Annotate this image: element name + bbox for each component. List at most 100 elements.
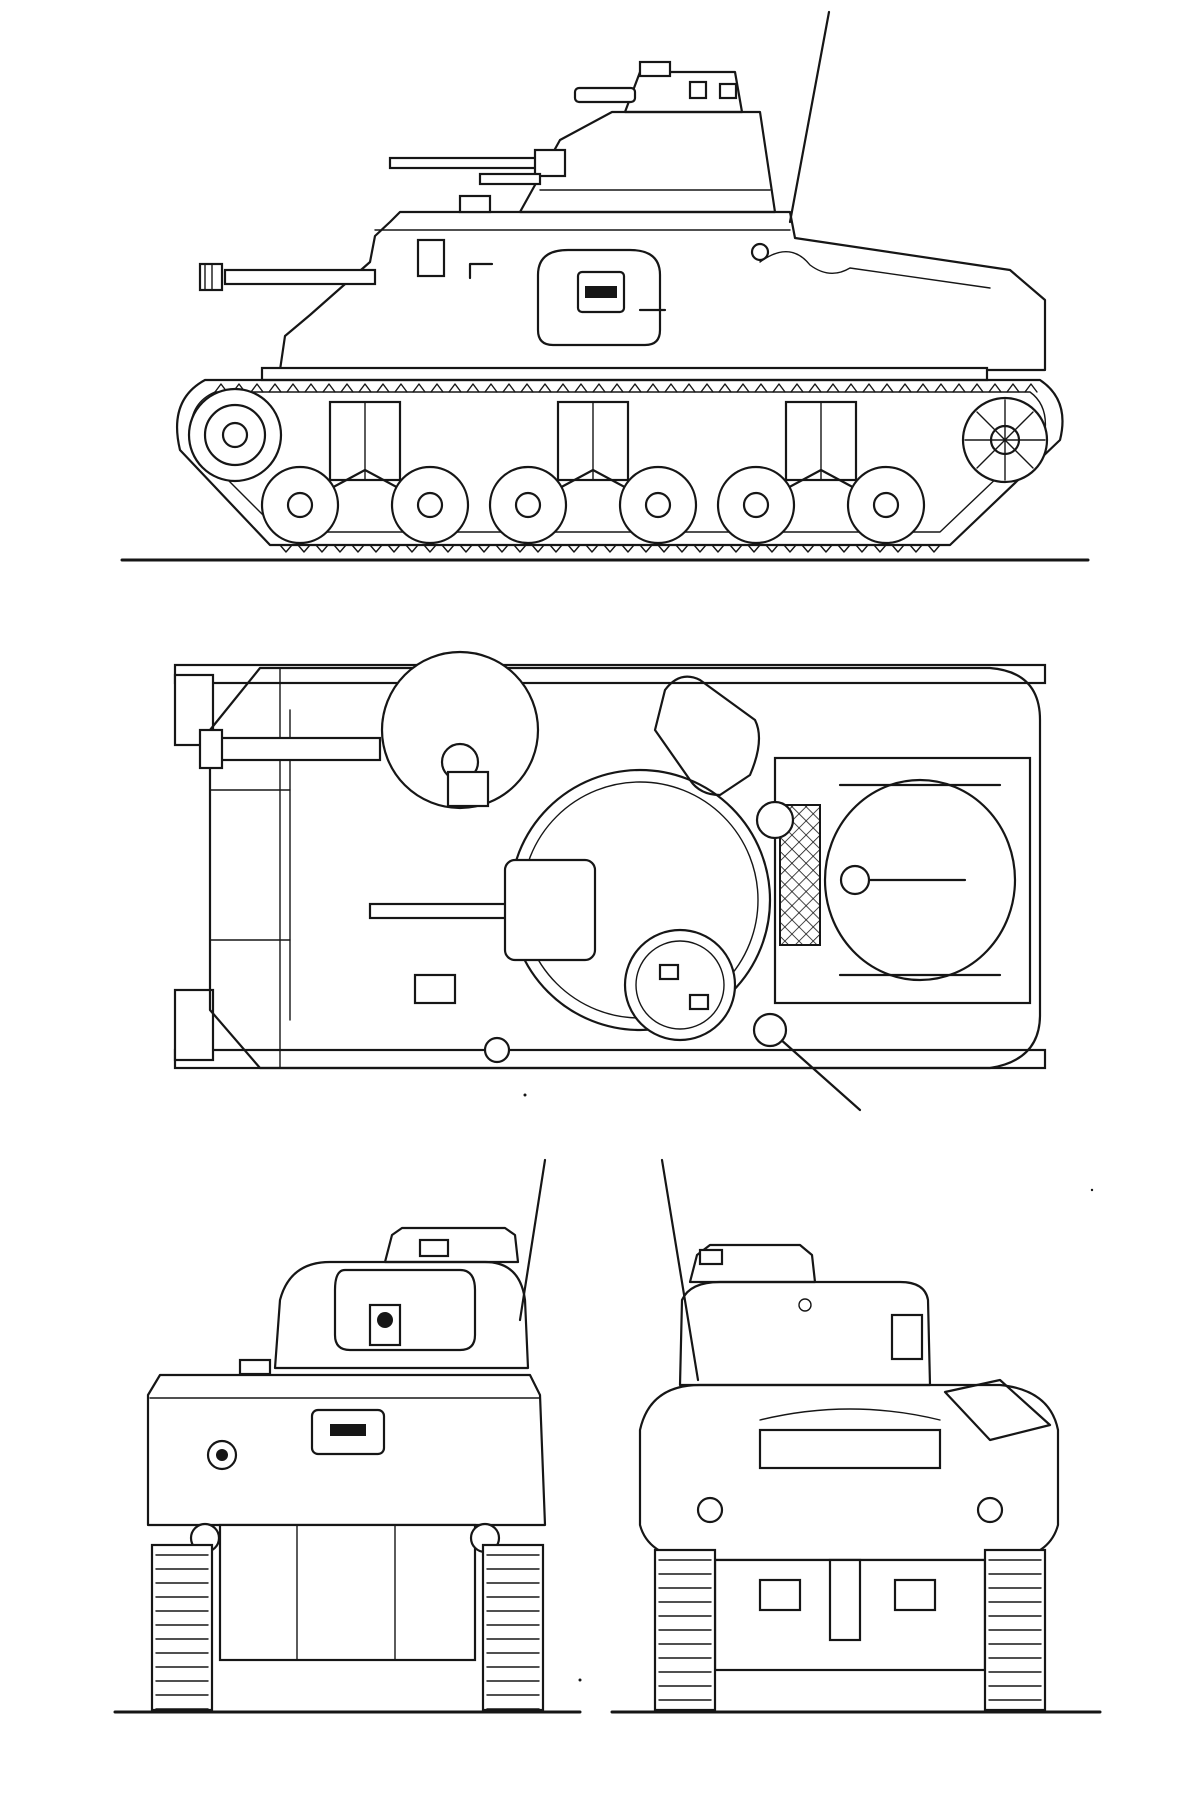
top-periscope-mount — [755, 800, 795, 840]
side-track — [176, 378, 1064, 547]
speck-2 — [578, 1678, 582, 1682]
side-track-tooth — [603, 544, 617, 553]
rear-turret-port — [890, 1313, 924, 1361]
side-track-tooth — [711, 544, 725, 553]
side-track-top-link — [340, 383, 354, 393]
rear-exhaust-deflector — [828, 1558, 862, 1642]
side-track-teeth — [214, 383, 1038, 553]
side-track-tooth — [441, 544, 455, 553]
side-bogie-3 — [716, 400, 926, 545]
top-cupola-periscope-2 — [688, 993, 710, 1011]
side-track-top-link — [268, 383, 282, 393]
side-track-top-link — [430, 383, 444, 393]
side-track-top-link — [394, 383, 408, 393]
rear-hull-curve — [759, 1408, 941, 1421]
side-track-top-link — [538, 383, 552, 393]
side-antenna — [788, 10, 831, 224]
side-hull-handle — [468, 262, 494, 280]
side-track-top-link — [466, 383, 480, 393]
side-turret-mantlet — [533, 148, 567, 178]
front-cupola — [383, 1226, 520, 1264]
side-view — [120, 10, 1090, 562]
side-track-tooth — [315, 544, 329, 553]
side-track-top-link — [826, 383, 840, 393]
side-track-tooth — [783, 544, 797, 553]
side-track-tooth — [693, 544, 707, 553]
side-track-top-link — [574, 383, 588, 393]
front-transmission-cover — [218, 1523, 477, 1662]
side-track-top-link — [412, 383, 426, 393]
side-track-tooth — [801, 544, 815, 553]
side-track-top-link — [484, 383, 498, 393]
side-track-top-link — [700, 383, 714, 393]
front-hull-slot — [330, 1424, 366, 1436]
side-track-top-link — [808, 383, 822, 393]
side-roadwheel-5-hub — [742, 491, 770, 519]
rear-tow-left — [696, 1496, 724, 1524]
side-cupola-hatch — [638, 60, 672, 78]
side-track-top-link — [322, 383, 336, 393]
side-cupola-periscope — [688, 80, 708, 100]
side-track-tooth — [297, 544, 311, 553]
side-hull-vent — [458, 194, 492, 214]
rear-view — [610, 1158, 1102, 1714]
side-track-tooth — [387, 544, 401, 553]
top-view — [173, 650, 1047, 1112]
side-track-top-link — [286, 383, 300, 393]
top-driver-hatch — [413, 973, 457, 1005]
side-track-tooth — [459, 544, 473, 553]
side-track-tooth — [873, 544, 887, 553]
side-track-top-link — [646, 383, 660, 393]
rear-stowage-bin — [943, 1378, 1052, 1442]
side-track-tooth — [477, 544, 491, 553]
side-track-tooth — [837, 544, 851, 553]
side-roadwheel-1-hub — [286, 491, 314, 519]
side-track-top-link — [916, 383, 930, 393]
side-bogie-1 — [260, 400, 470, 545]
top-front-fitting — [483, 1036, 511, 1064]
side-track-tooth — [585, 544, 599, 553]
side-track-top-link — [862, 383, 876, 393]
side-idler-spoke-4 — [976, 411, 1034, 469]
top-antenna-base — [752, 1012, 788, 1048]
side-coax-mg — [478, 172, 542, 186]
speck-1 — [523, 1093, 527, 1097]
top-sponson-block — [446, 770, 490, 808]
side-track-top-link — [592, 383, 606, 393]
side-track-top-link — [610, 383, 624, 393]
side-track-top-link — [880, 383, 894, 393]
top-cupola — [623, 928, 737, 1042]
side-track-top-link — [556, 383, 570, 393]
side-track-tooth — [819, 544, 833, 553]
side-track-tooth — [765, 544, 779, 553]
front-hull-gun-bore — [216, 1449, 228, 1461]
front-turret — [273, 1260, 530, 1370]
top-cupola-periscope-1 — [658, 963, 680, 981]
top-cupola-inner — [635, 940, 725, 1030]
side-rear-tools — [759, 251, 991, 289]
side-track-tooth — [927, 544, 941, 553]
side-track-tooth — [369, 544, 383, 553]
rear-hull — [638, 1383, 1060, 1562]
side-track-top-link — [376, 383, 390, 393]
side-track-top-link — [448, 383, 462, 393]
side-track-tooth — [657, 544, 671, 553]
side-track-top-link — [790, 383, 804, 393]
rear-turret — [678, 1280, 932, 1387]
side-track-top-link — [844, 383, 858, 393]
side-door — [536, 248, 662, 347]
side-roadwheel-4-hub — [644, 491, 672, 519]
side-track-tooth — [675, 544, 689, 553]
side-roadwheel-6-hub — [872, 491, 900, 519]
front-light — [238, 1358, 272, 1376]
top-hull-gun — [208, 736, 382, 762]
front-turret-bore — [377, 1312, 393, 1328]
side-driver-vision — [416, 238, 446, 278]
top-hull-gun-muzzle — [198, 728, 224, 770]
side-track-top-link — [682, 383, 696, 393]
front-turret-gun — [368, 1303, 402, 1347]
side-roadwheel-2-hub — [416, 491, 444, 519]
side-cupola-vision — [718, 82, 738, 100]
side-track-tooth — [279, 544, 293, 553]
